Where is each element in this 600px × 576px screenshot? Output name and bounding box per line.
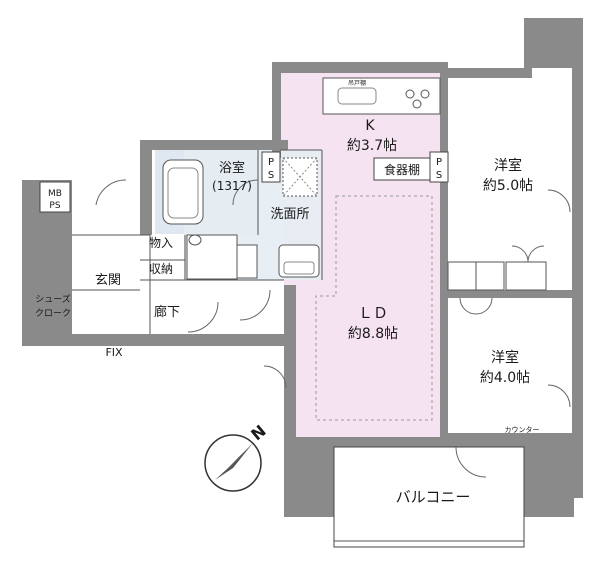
bath-name: 浴室: [219, 160, 245, 176]
walls: [22, 18, 583, 517]
bathtub-icon: [162, 159, 204, 225]
north-compass-icon: [204, 434, 262, 492]
kitchen-size: 約3.7帖: [347, 138, 397, 154]
entrance-name: 玄関: [95, 273, 121, 288]
mb-ps-box: [39, 181, 71, 213]
shoe-cloak-label-2: クローク: [35, 308, 71, 319]
ps-left-box: [261, 151, 281, 183]
mb-ps-label: PS: [49, 201, 60, 211]
hallway-name: 廊下: [154, 304, 180, 320]
hanging-cabinet-box: [236, 244, 258, 279]
ld-size: 約8.8帖: [348, 326, 398, 342]
door-swings: [95, 179, 571, 478]
washbasin-icon: [278, 244, 320, 278]
ps-left-label-s: S: [268, 170, 274, 181]
partitions: [72, 149, 323, 334]
closet-doors: [447, 261, 547, 291]
storage1-label: 物入: [149, 236, 173, 250]
balcony-name: バルコニー: [396, 488, 471, 506]
western1-name: 洋室: [494, 157, 522, 174]
washroom-name: 洗面所: [270, 207, 309, 222]
kitchen-counter: [322, 77, 441, 115]
shower-icon: [282, 157, 318, 197]
western1-size: 約5.0帖: [483, 178, 533, 194]
western2-name: 洋室: [491, 349, 519, 366]
kitchen-name: K: [365, 118, 375, 134]
bath-size: (1317): [212, 179, 252, 193]
ps-right-label-p: P: [436, 157, 442, 168]
ld-name: ＬＤ: [358, 304, 388, 322]
ld-dashed-outline: [315, 195, 433, 421]
toilet-icon: [188, 234, 202, 246]
cupboard-label: 食器棚: [384, 162, 420, 177]
shoe-cloak-label-1: シューズ: [35, 293, 71, 305]
ps-left-label-p: P: [268, 157, 274, 168]
cupboard-box: [373, 157, 431, 181]
hanging-cabinet-label: 吊戸棚: [348, 79, 366, 87]
balcony-area: [333, 446, 525, 548]
fix-label: FIX: [105, 346, 123, 359]
mb-label: MB: [48, 189, 62, 199]
counter-label: カウンター: [505, 425, 540, 434]
western2-size: 約4.0帖: [480, 370, 530, 386]
ps-right-label-s: S: [436, 170, 442, 181]
storage2-label: 収納: [149, 262, 173, 276]
